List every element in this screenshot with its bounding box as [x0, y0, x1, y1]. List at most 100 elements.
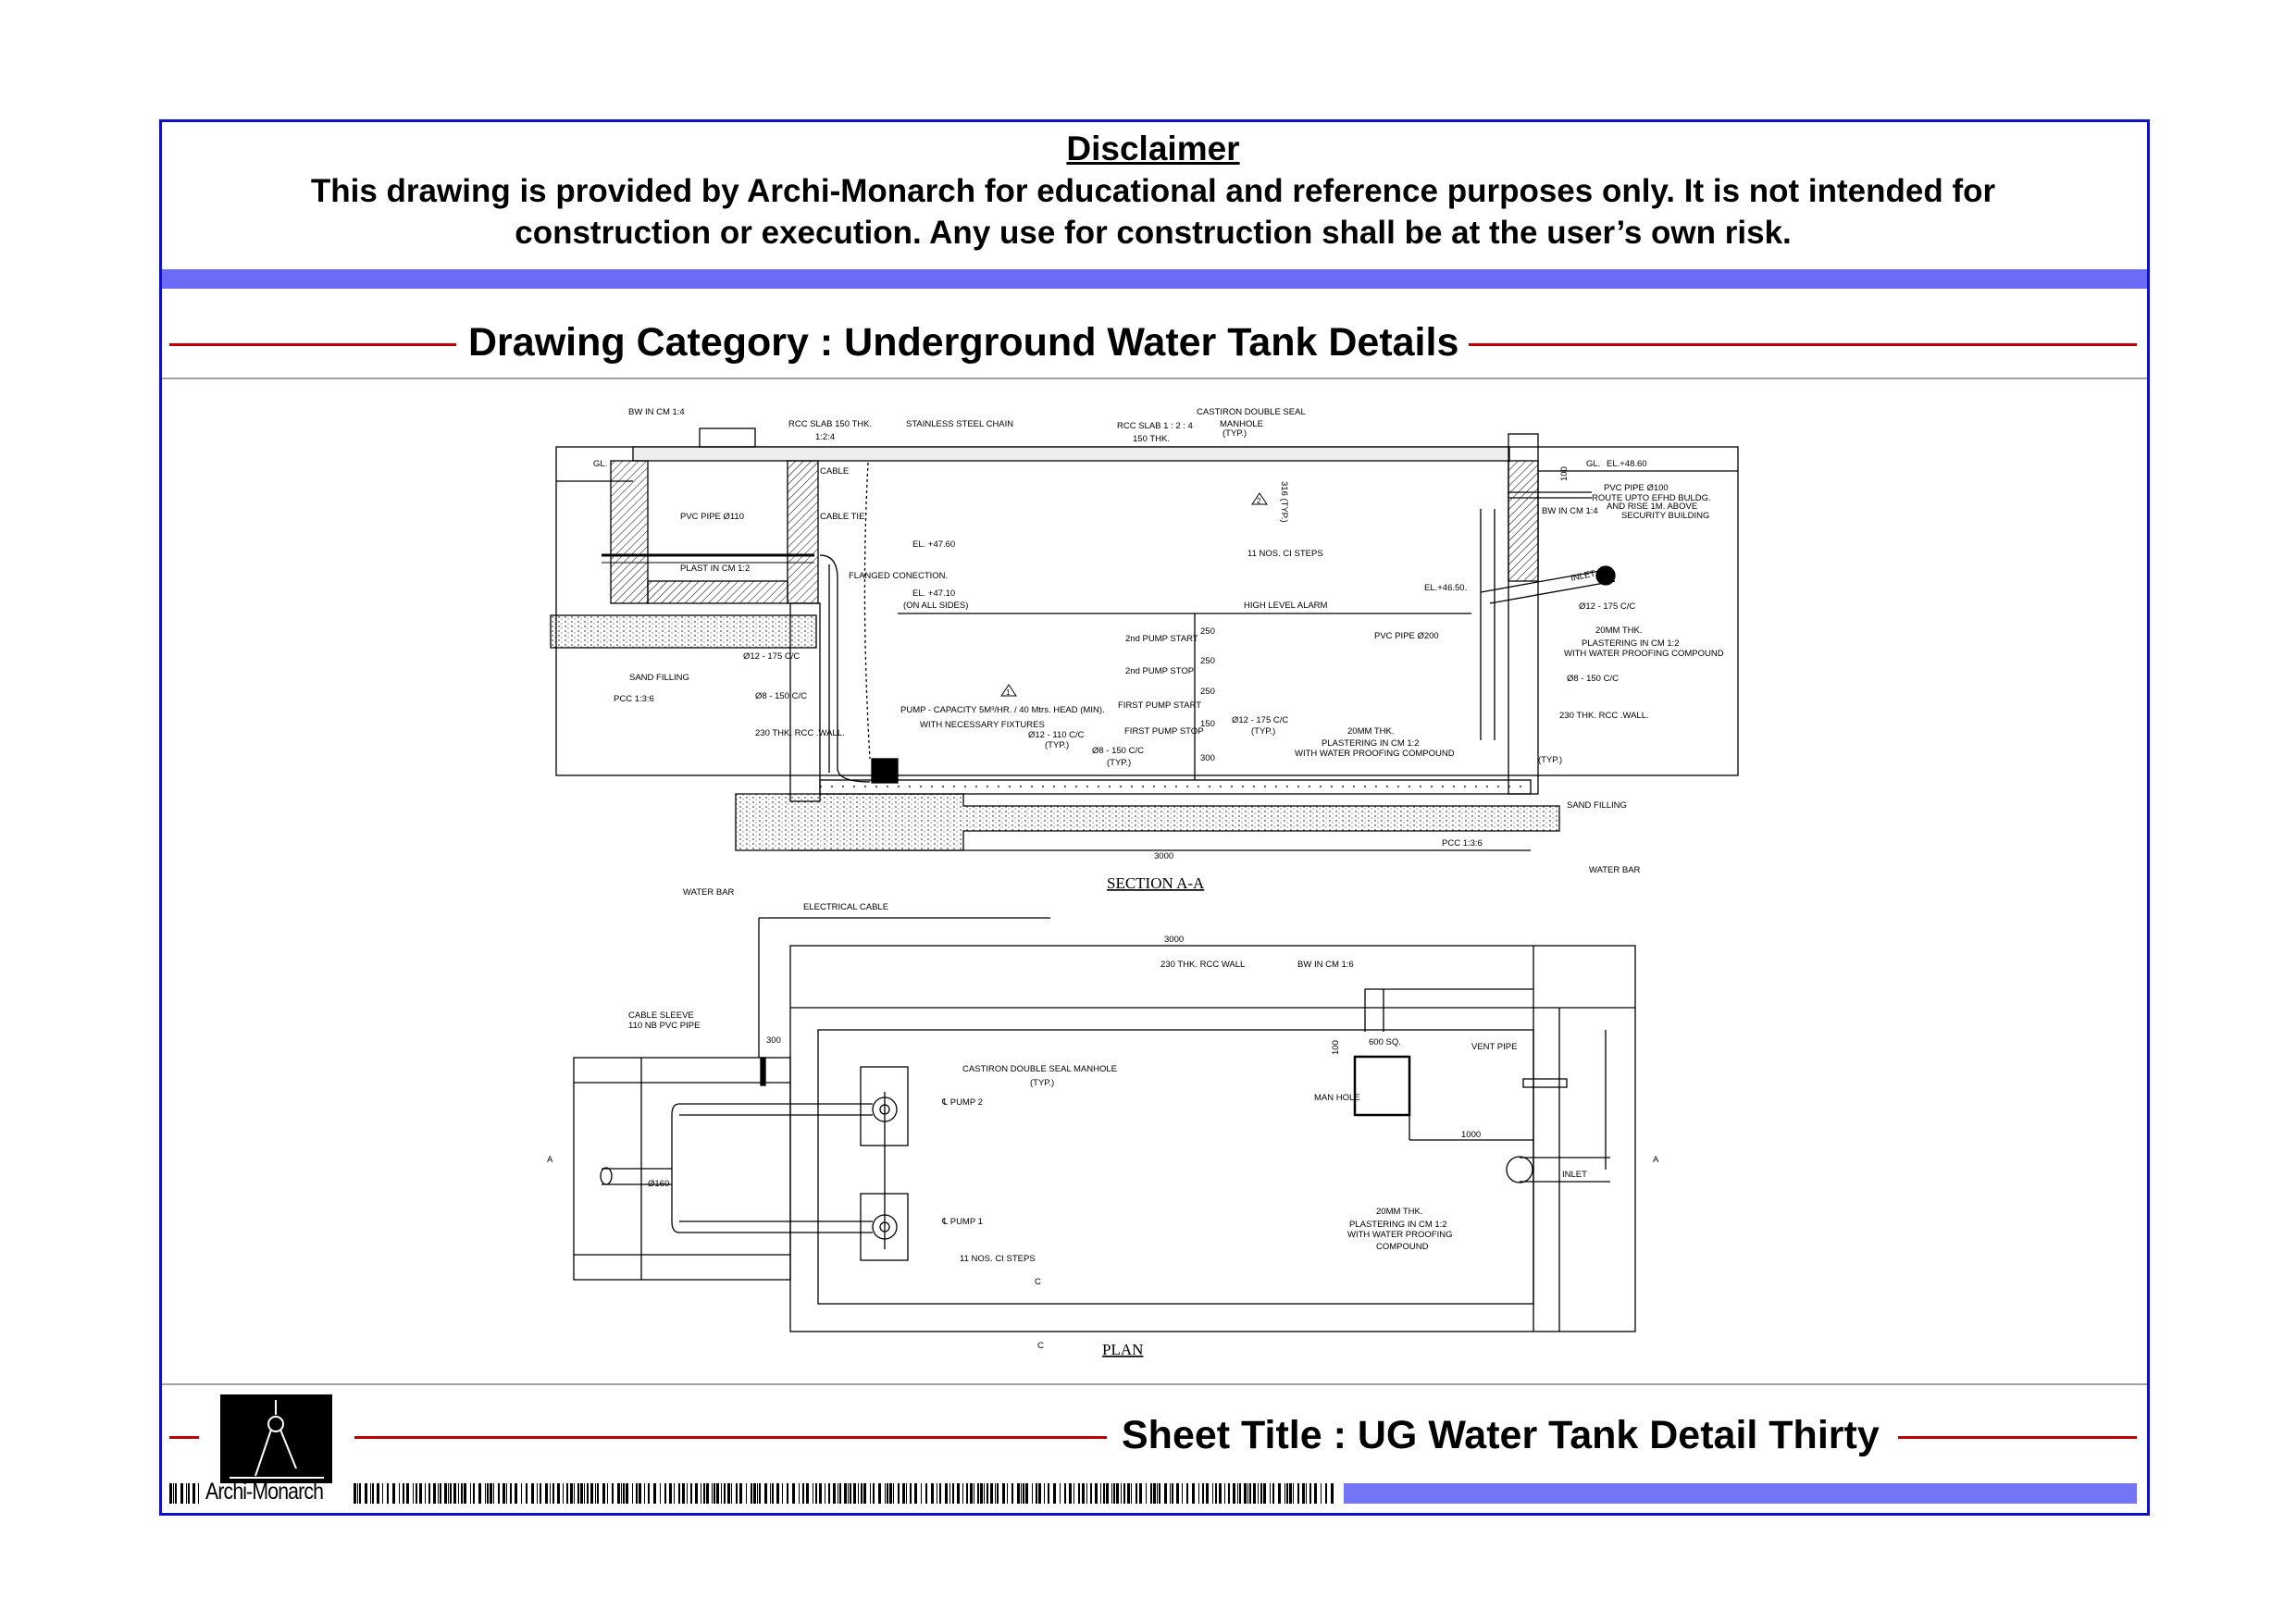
barcode-bar	[1293, 1483, 1294, 1504]
barcode-bar	[453, 1483, 456, 1504]
barcode-bar	[863, 1483, 866, 1504]
drawing-label: 150 THK.	[1133, 434, 1170, 444]
barcode-bar	[566, 1483, 568, 1504]
drawing-label: ELECTRICAL CABLE	[803, 902, 888, 912]
chamber-wall-left	[610, 460, 649, 604]
barcode-bar	[1095, 1483, 1098, 1504]
barcode	[354, 1483, 1334, 1504]
drawing-label: 110 NB PVC PIPE	[628, 1021, 700, 1031]
drawing-label: (TYP.)	[1045, 740, 1069, 750]
drawing-linework	[550, 427, 1739, 1332]
barcode-bar	[1150, 1483, 1152, 1504]
barcode-bar	[607, 1483, 608, 1504]
barcode-bar	[644, 1483, 645, 1504]
barcode-bar	[503, 1483, 505, 1504]
barcode-bar	[1224, 1483, 1225, 1504]
drawing-label: Ø12 - 175 C/C	[743, 651, 800, 662]
barcode-bar	[1302, 1483, 1305, 1504]
drawing-label: PLAST IN CM 1:2	[680, 564, 750, 574]
barcode-bar	[770, 1483, 771, 1504]
barcode-bar	[931, 1483, 934, 1504]
barcode-bar	[545, 1483, 548, 1504]
barcode-bar	[690, 1483, 692, 1504]
barcode-bar	[887, 1483, 888, 1504]
barcode-bar	[889, 1483, 892, 1504]
barcode-bar	[1021, 1483, 1022, 1504]
drawing-label: A	[547, 1155, 553, 1165]
barcode-bar	[450, 1483, 452, 1504]
barcode-bar	[399, 1483, 400, 1504]
drawing-label: C	[1035, 1277, 1041, 1287]
drawing-label: 600 SQ.	[1369, 1037, 1401, 1047]
barcode-bar	[387, 1483, 389, 1504]
barcode-bar	[365, 1483, 367, 1504]
tank-wall-right	[1508, 433, 1539, 795]
barcode-bar	[590, 1483, 593, 1504]
drawing-label: WATER BAR	[683, 887, 735, 898]
slab-upstand	[699, 427, 756, 448]
drawing-label: 20MM THK.	[1347, 726, 1395, 737]
footer-band	[1344, 1483, 2137, 1504]
sheet-title: Sheet Title : UG Water Tank Detail Thirt…	[1122, 1413, 1880, 1457]
barcode-bar	[537, 1483, 538, 1504]
barcode-bar	[945, 1483, 948, 1504]
barcode-bar	[902, 1483, 905, 1504]
barcode-bar	[1170, 1483, 1171, 1504]
barcode-bar	[828, 1483, 830, 1504]
drawing-label: PVC PIPE Ø200	[1374, 631, 1439, 641]
disclaimer-line-1: This drawing is provided by Archi-Monarc…	[310, 173, 1996, 209]
barcode-bar	[464, 1483, 466, 1504]
barcode-bar	[1064, 1483, 1066, 1504]
barcode-bar	[440, 1483, 441, 1504]
drawing-label: 100	[1331, 1040, 1341, 1055]
barcode-bar	[906, 1483, 907, 1504]
drawing-label: 3000	[1164, 935, 1184, 945]
revision-triangle: 1	[1000, 684, 1017, 697]
category-rule-right	[1469, 343, 2137, 346]
barcode-bar	[623, 1483, 625, 1504]
barcode-bar	[478, 1483, 481, 1504]
brand-name: Archi-Monarch	[205, 1479, 324, 1505]
barcode-bar	[1249, 1483, 1251, 1504]
barcode-bar	[848, 1483, 849, 1504]
barcode-bar	[731, 1483, 732, 1504]
barcode-bar	[1017, 1483, 1020, 1504]
barcode-bar	[1086, 1483, 1087, 1504]
drawing-label: WATER BAR	[1589, 865, 1641, 875]
drawing-label: BW IN CM 1:4	[1542, 506, 1598, 516]
drawing-label: 1000	[1461, 1130, 1481, 1140]
barcode-bar	[962, 1483, 963, 1504]
drawing-label: COMPOUND	[1376, 1242, 1429, 1252]
barcode-bar	[169, 1483, 172, 1504]
barcode-bar	[521, 1483, 522, 1504]
barcode-bar	[858, 1483, 859, 1504]
barcode-bar	[772, 1483, 774, 1504]
barcode-bar	[1263, 1483, 1266, 1504]
drawing-label: EL. +47.10	[912, 588, 955, 599]
barcode-bar	[782, 1483, 783, 1504]
barcode-bar	[751, 1483, 752, 1504]
drawing-label: Ø12 - 110 C/C	[1028, 730, 1085, 740]
barcode-bar	[550, 1483, 551, 1504]
barcode-bar	[1023, 1483, 1024, 1504]
barcode-bar	[636, 1483, 638, 1504]
barcode-bar	[753, 1483, 756, 1504]
drawing-label: PCC 1:3:6	[614, 694, 654, 704]
barcode-bar	[438, 1483, 439, 1504]
drawing-label: Ø12 - 175 C/C	[1232, 715, 1288, 725]
barcode-bar	[898, 1483, 900, 1504]
pump-chamber	[573, 1057, 791, 1281]
barcode-bar	[186, 1483, 187, 1504]
barcode-bar	[984, 1483, 985, 1504]
barcode-bar	[776, 1483, 779, 1504]
barcode-bar	[188, 1483, 190, 1504]
barcode-bar	[799, 1483, 800, 1504]
barcode-bar	[1053, 1483, 1056, 1504]
barcode-bar	[1011, 1483, 1013, 1504]
barcode-bar	[563, 1483, 564, 1504]
barcode-bar	[1032, 1483, 1033, 1504]
barcode-bar	[687, 1483, 688, 1504]
barcode-bar	[966, 1483, 968, 1504]
barcode-bar	[850, 1483, 851, 1504]
barcode-bar	[192, 1483, 195, 1504]
